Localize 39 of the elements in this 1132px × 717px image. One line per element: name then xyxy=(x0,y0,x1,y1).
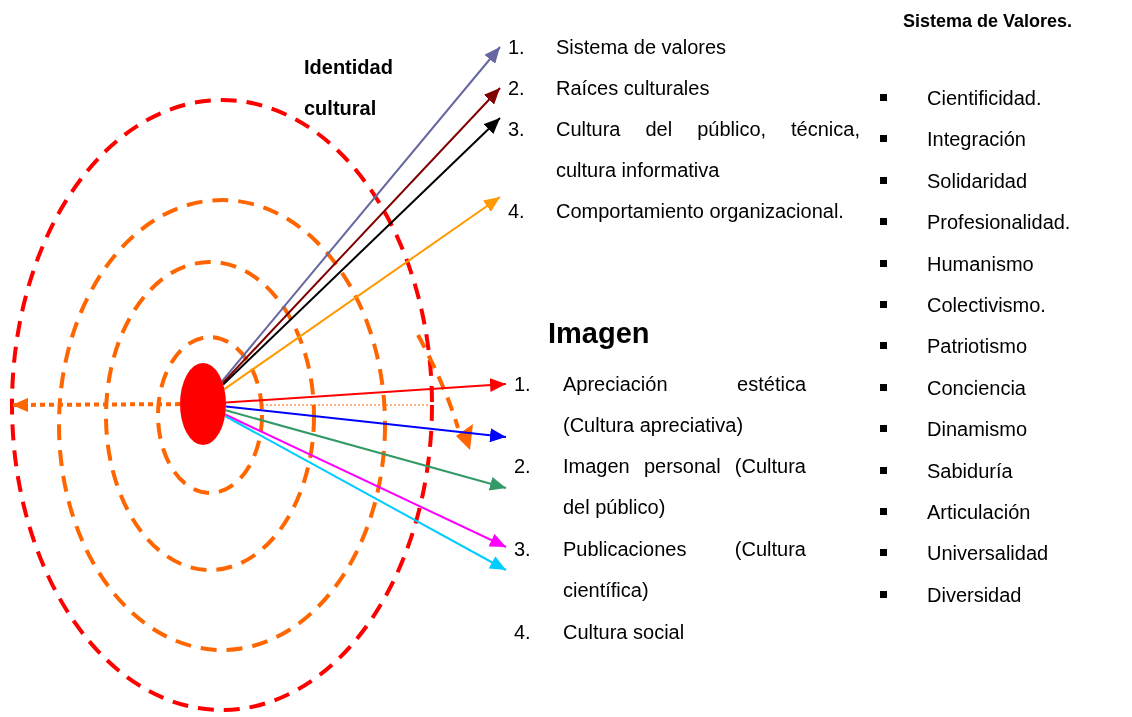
list-item-text: Cultura social xyxy=(563,620,686,645)
list-number: 3. xyxy=(507,117,526,142)
list-item-text: Integración xyxy=(927,127,1026,152)
heading: Identidad cultural xyxy=(304,55,394,121)
list-item-text: Sabiduría xyxy=(927,458,1013,483)
list-item-text: Diversidad xyxy=(927,582,1022,607)
list-number: 1. xyxy=(513,372,532,397)
list-number: 2. xyxy=(507,76,526,101)
arrow xyxy=(223,196,501,391)
arrow xyxy=(225,378,507,404)
list-item-text: Articulación xyxy=(927,500,1031,524)
list-item-text: Humanismo xyxy=(927,251,1034,276)
list-number: 4. xyxy=(513,620,532,645)
list-item-text: Colectivismo. xyxy=(927,293,1046,317)
arrow xyxy=(224,409,507,491)
list-item-text: Cientificidad. xyxy=(927,86,1042,110)
list-item-text: Patriotismo xyxy=(927,334,1028,359)
list-item-text: Conciencia xyxy=(927,375,1026,400)
list-item-text: Comportamiento organizacional. xyxy=(556,199,845,224)
arrow xyxy=(12,397,180,412)
list-item-text: Profesionalidad. xyxy=(927,210,1071,235)
list-item-text: Imagen personal (Cultura del público) xyxy=(563,454,806,520)
list-number: 1. xyxy=(507,35,526,60)
list-item-text: Solidaridad xyxy=(927,168,1028,193)
arrow xyxy=(225,405,507,443)
heading: Sistema de Valores. xyxy=(903,11,1073,33)
list-item-text: Apreciación estética (Cultura apreciativa) xyxy=(563,372,806,438)
list-item-text: Cultura del público, técnica, cultura informativa xyxy=(556,117,860,183)
list-item-text: Universalidad xyxy=(927,541,1049,566)
list-number: 3. xyxy=(513,537,532,562)
list-item-text: Sistema de valores xyxy=(556,35,728,60)
list-item-text: Publicaciones (Cultura científica) xyxy=(563,537,806,603)
arrow xyxy=(224,413,507,548)
list-item-text: Raíces culturales xyxy=(556,76,711,101)
list-number: 2. xyxy=(513,454,532,479)
heading: Imagen xyxy=(548,316,650,351)
list-number: 4. xyxy=(507,199,526,224)
list-item-text: Dinamismo xyxy=(927,417,1028,442)
arrow xyxy=(224,415,507,571)
